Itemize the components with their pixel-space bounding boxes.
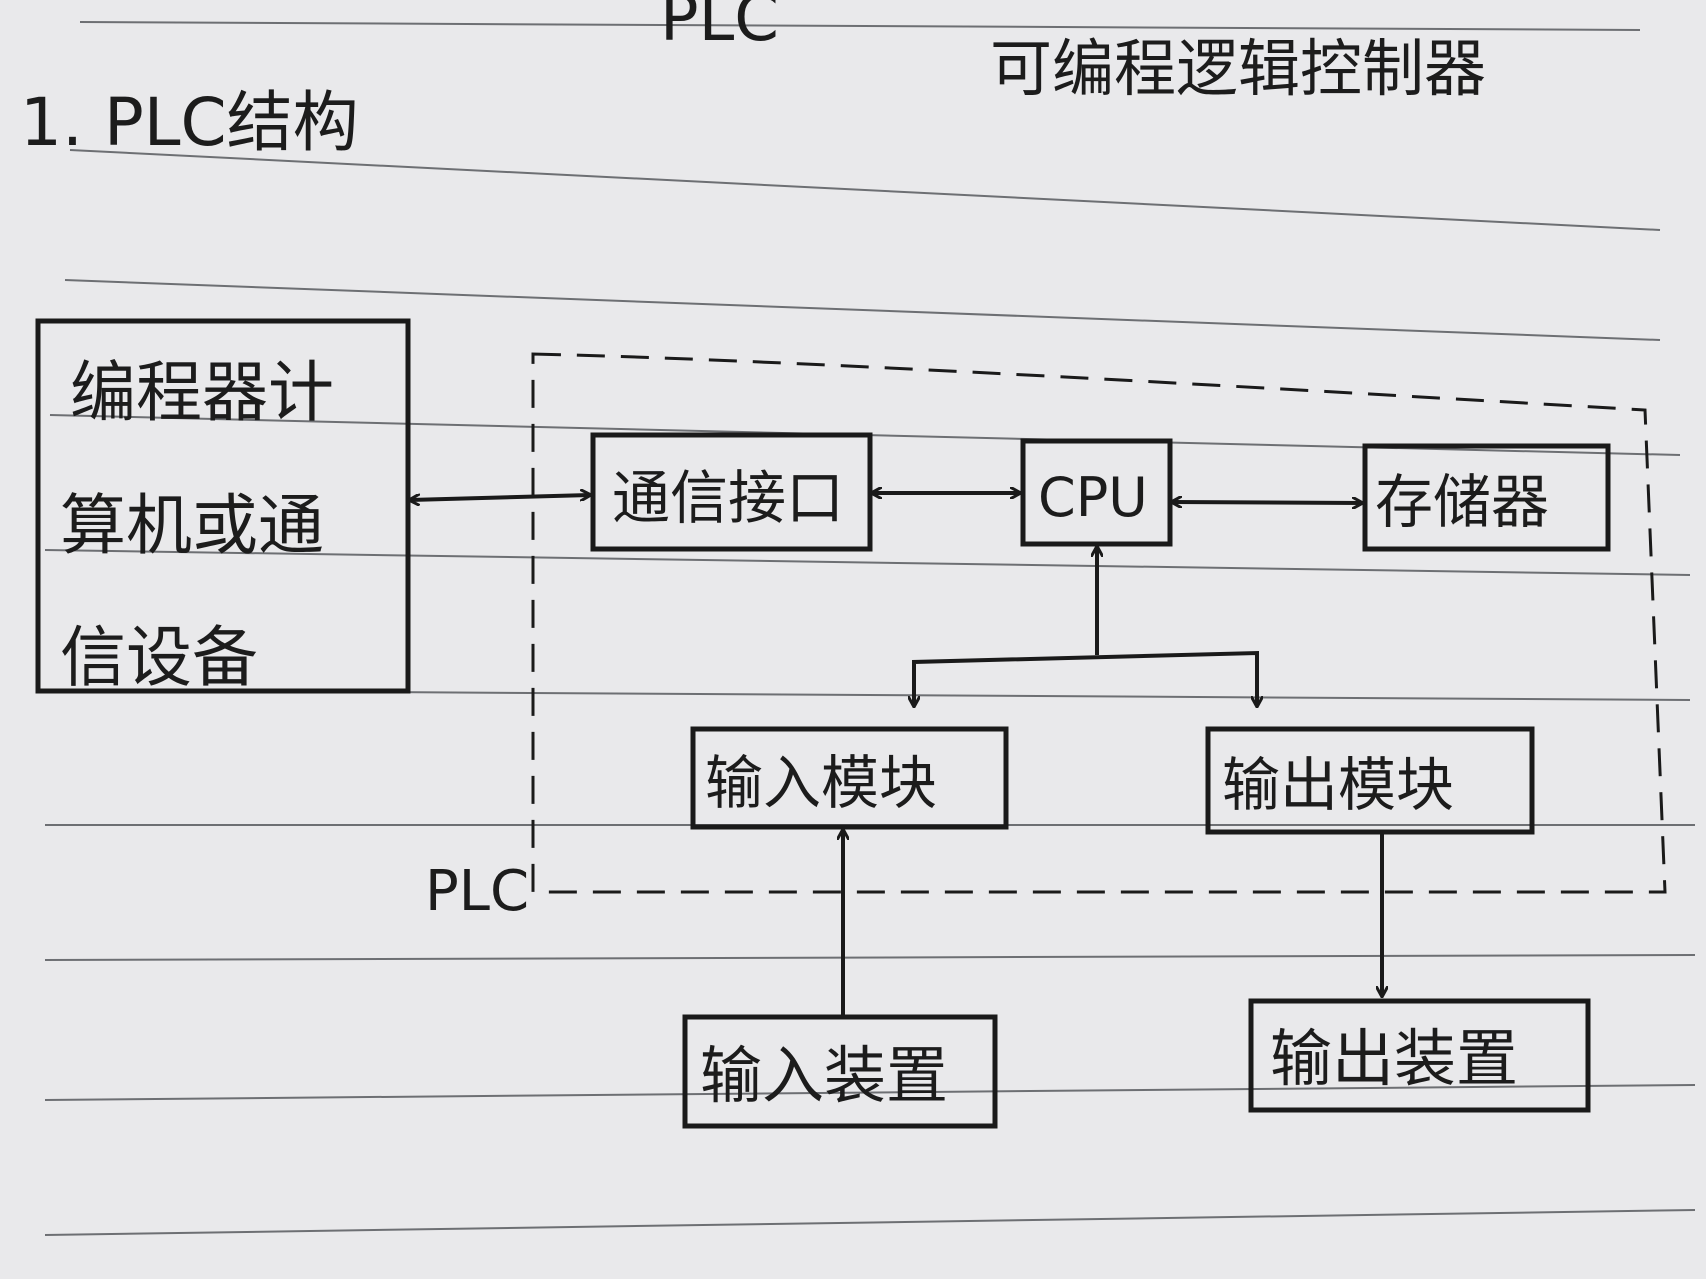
output-device-label: 输出装置	[1270, 1022, 1518, 1095]
input-device-box: 输入装置	[682, 1014, 998, 1129]
bus-branch	[912, 650, 1259, 700]
programmer-label-3: 信设备	[60, 619, 258, 696]
output-device-box: 输出装置	[1248, 998, 1591, 1113]
heading-prefix: PLC	[660, 0, 779, 56]
cpu-box: CPU	[1020, 438, 1173, 547]
input-module-box: 输入模块	[690, 726, 1009, 830]
ruled-lines	[44, 21, 1696, 1236]
arrow-cpu-memory	[1172, 502, 1362, 503]
arrow-programmer-comm	[410, 495, 590, 500]
programmer-label-1: 编程器计	[70, 354, 334, 431]
output-module-label: 输出模块	[1222, 751, 1454, 819]
memory-box: 存储器	[1362, 443, 1611, 552]
output-module-box: 输出模块	[1205, 726, 1535, 835]
heading-text: 可编程逻辑控制器	[990, 32, 1486, 105]
connectors	[410, 493, 1382, 1015]
comm-interface-label: 通信接口	[612, 464, 844, 532]
programmer-label-2: 算机或通	[60, 487, 324, 564]
section-title: 1. PLC结构	[20, 84, 359, 161]
memory-label: 存储器	[1375, 468, 1549, 536]
plc-boundary	[531, 352, 1667, 894]
input-device-label: 输入装置	[700, 1039, 948, 1112]
plc-boundary-label: PLC	[425, 859, 529, 924]
cpu-label: CPU	[1038, 466, 1148, 529]
input-module-label: 输入模块	[705, 749, 937, 817]
